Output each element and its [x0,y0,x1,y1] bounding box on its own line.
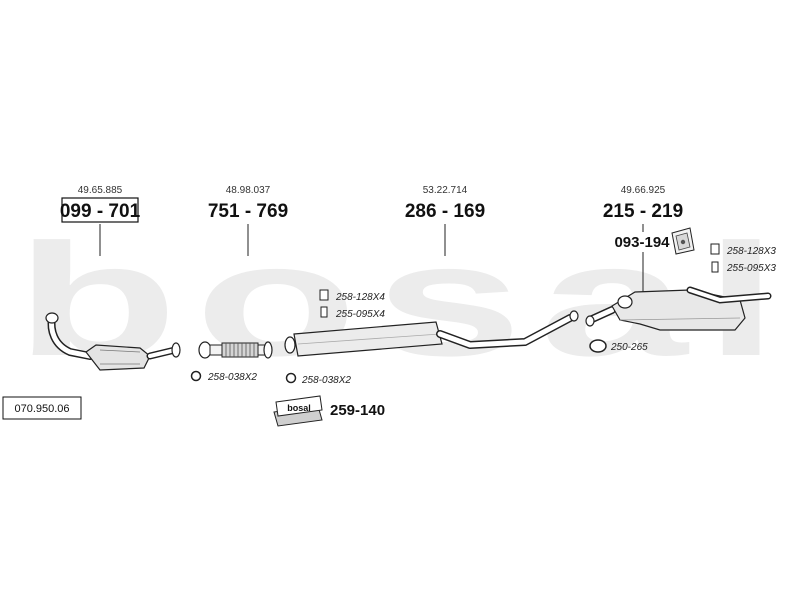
part-ref-1: 49.65.885 [78,185,123,196]
bolt-icon [320,306,328,318]
front-pipe-catalyst[interactable] [45,312,181,371]
ring-icon [589,339,607,353]
part-number-4[interactable]: 215 - 219 [603,201,683,222]
part-number-3[interactable]: 286 - 169 [405,201,485,222]
part-number-2[interactable]: 751 - 769 [208,201,288,222]
part-ref-2: 48.98.037 [226,185,271,196]
part-ref-4: 49.66.925 [621,185,666,196]
clamp-center-number[interactable]: 258-128X4 [335,292,385,303]
clamp-mid-number[interactable]: 258-038X2 [301,375,351,386]
part-ref-3: 53.22.714 [423,185,468,196]
mounting-kit-number[interactable]: 259-140 [330,402,385,419]
clamp-front-number[interactable]: 258-038X2 [207,372,257,383]
clamp-icon [285,372,297,384]
rubber-mount-icon [671,227,695,255]
part-number-box-1 [61,197,139,223]
ring-rear-number[interactable]: 250-265 [610,342,648,353]
rear-silencer[interactable] [585,286,772,331]
flex-pipe[interactable] [198,341,273,359]
diagram-number-box [2,396,82,420]
bolt-rear-number[interactable]: 255-095X3 [726,263,776,274]
bolt-icon [711,261,719,273]
svg-text:bosal: bosal [287,403,311,413]
clamp-icon [190,370,202,382]
bosal-kit-logo: bosal [273,395,323,427]
u-clamp-icon [710,243,720,255]
diagram-number: 070.950.06 [14,403,69,415]
u-clamp-icon [319,289,329,301]
part-number-1[interactable]: 099 - 701 [60,201,141,222]
middle-silencer[interactable] [284,310,579,357]
clamp-rear-number[interactable]: 258-128X3 [726,246,776,257]
bolt-center-number[interactable]: 255-095X4 [335,309,385,320]
rubber-mount-number[interactable]: 093-194 [614,234,670,251]
